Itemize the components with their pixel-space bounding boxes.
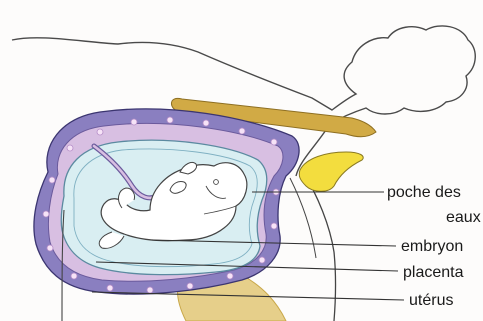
label-uterus: utérus [409,292,453,309]
label-poche-des-eaux-line2: eaux [446,209,481,226]
label-placenta: placenta [403,264,464,281]
label-embryon: embryon [401,238,463,255]
embryo-eye [214,180,219,185]
bladder [299,152,363,191]
label-poche-des-eaux-line1: poche des [387,184,461,201]
